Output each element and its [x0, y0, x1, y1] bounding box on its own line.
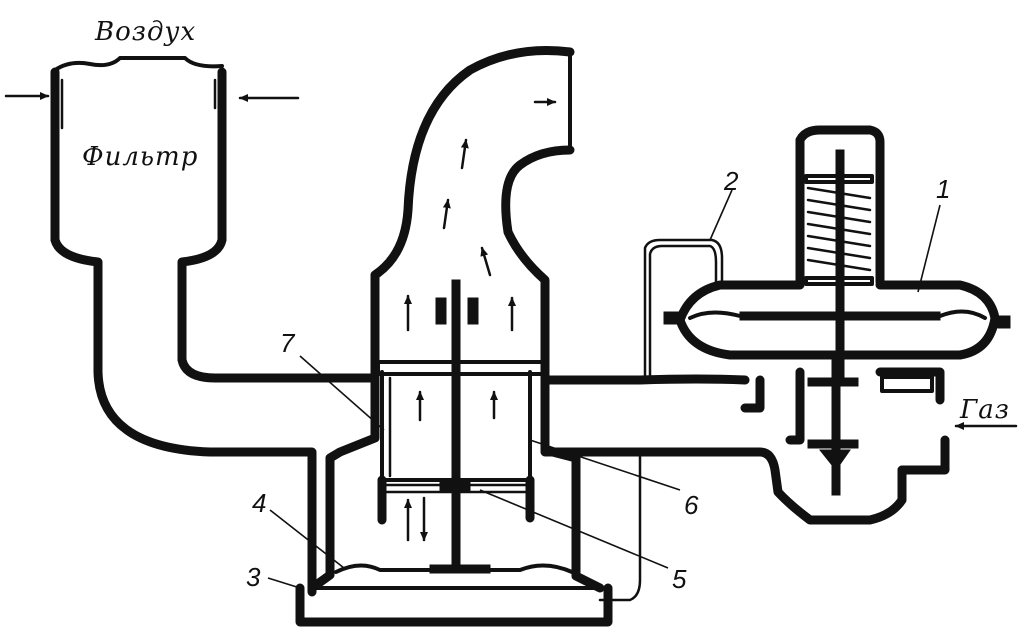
callout-7: 7 [280, 328, 296, 358]
air-filter [50, 56, 380, 597]
callout-6: 6 [684, 490, 699, 520]
callout-2: 2 [723, 166, 739, 196]
callout-4: 4 [252, 488, 266, 518]
callout-leaders [267, 189, 941, 589]
callout-3: 3 [246, 562, 261, 592]
flow-arrows [404, 98, 557, 542]
impulse-tube [598, 238, 724, 602]
mixer-body [295, 46, 907, 627]
callout-5: 5 [672, 564, 687, 594]
gas-regulator [663, 125, 1011, 496]
mixing-sleeve [376, 360, 545, 525]
filter-label: Фильтр [82, 142, 198, 172]
air-label: Воздух [94, 17, 196, 47]
central-rod [451, 279, 461, 573]
callout-1: 1 [936, 174, 950, 204]
gas-label: Газ [959, 395, 1010, 425]
